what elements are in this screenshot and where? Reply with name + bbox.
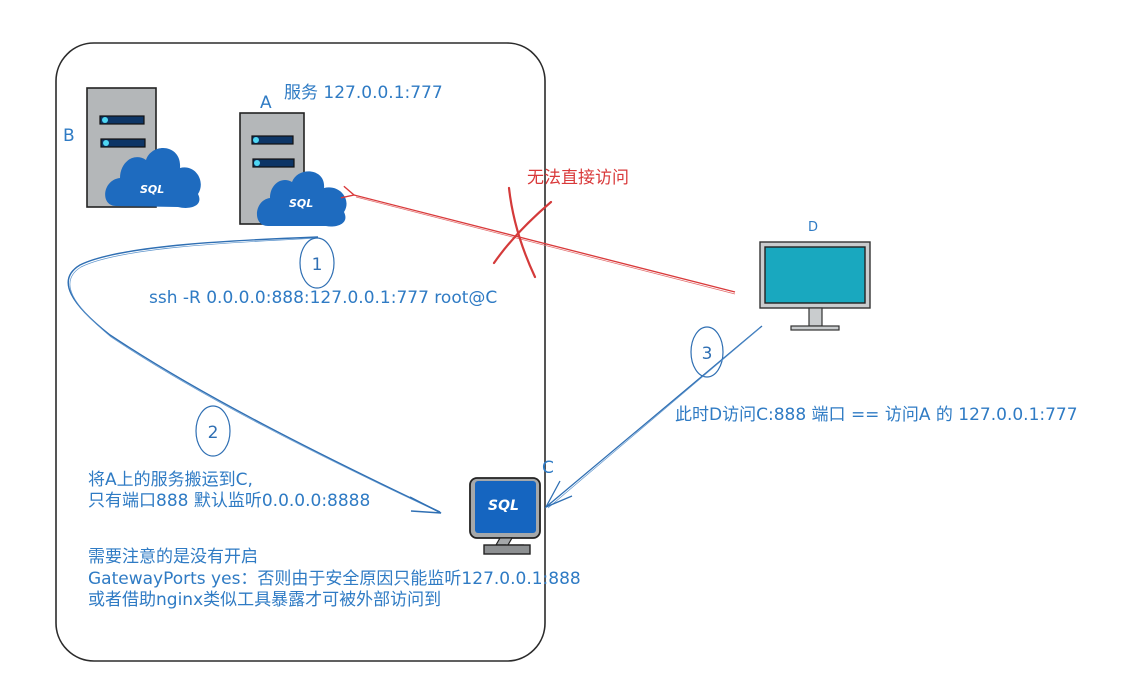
step-2-marker: 2 [195, 405, 231, 457]
svg-text:3: 3 [702, 344, 713, 364]
step-3-marker: 3 [690, 326, 724, 378]
monitor-c-icon: SQL [469, 477, 541, 555]
node-c-label: C [542, 458, 554, 478]
network-boundary [55, 42, 546, 662]
note-line-2: GatewayPorts yes：否则由于安全原因只能监听127.0.0.1:8… [88, 569, 581, 589]
note-line-1: 需要注意的是没有开启 [88, 547, 258, 567]
node-a-service-label: 服务 127.0.0.1:777 [284, 83, 443, 103]
node-a-label: A [260, 93, 272, 113]
step-1-marker: 1 [299, 237, 335, 289]
monitor-d-icon [759, 241, 871, 331]
note-line-3: 或者借助nginx类似工具暴露才可被外部访问到 [88, 590, 442, 610]
svg-text:SQL: SQL [289, 197, 313, 210]
svg-text:1: 1 [312, 255, 323, 275]
svg-text:SQL: SQL [140, 183, 164, 196]
cloud-sql-a-icon: SQL [256, 171, 347, 227]
cloud-sql-b-icon: SQL [105, 148, 201, 208]
step-1-command: ssh -R 0.0.0.0:888:127.0.0.1:777 root@C [149, 288, 498, 308]
node-d-label: D [808, 220, 819, 235]
svg-text:SQL: SQL [488, 498, 519, 514]
step-3-description: 此时D访问C:888 端口 == 访问A 的 127.0.0.1:777 [675, 405, 1078, 425]
step-2-line-1: 将A上的服务搬运到C, [88, 470, 253, 490]
node-b-label: B [63, 126, 75, 146]
blocked-cross-icon [492, 186, 553, 279]
blocked-access-label: 无法直接访问 [527, 168, 629, 188]
d-to-c-arrow [544, 325, 763, 509]
svg-text:2: 2 [208, 423, 219, 443]
step-2-line-2: 只有端口888 默认监听0.0.0.0:8888 [88, 491, 371, 511]
blocked-access-arrow [354, 195, 736, 295]
ssh-tunnel-arrow [67, 236, 442, 514]
